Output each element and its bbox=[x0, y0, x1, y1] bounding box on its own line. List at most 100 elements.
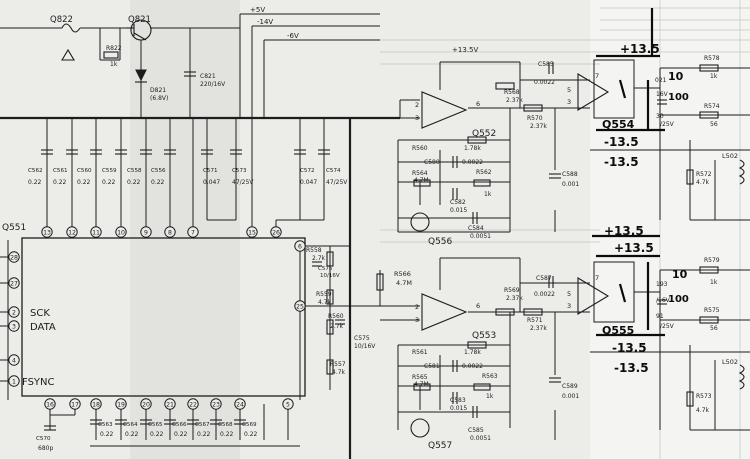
label-c588-val: 0.001 bbox=[562, 181, 579, 188]
capacitor-labels: C5620.22C5610.22C5600.22C5590.22C5580.22… bbox=[28, 168, 348, 452]
ic-pin-bottom-17: 17 bbox=[71, 401, 79, 408]
label-r557: R557 bbox=[330, 361, 346, 368]
label-r558: R558 bbox=[306, 247, 322, 254]
label-q555-pin3: 3 bbox=[567, 302, 571, 310]
ic-pin-bottom-20: 20 bbox=[142, 401, 150, 408]
label-r575: R575 bbox=[704, 307, 720, 314]
label-c585b-val: 0.0051 bbox=[470, 435, 491, 442]
label-c589-val: 0.001 bbox=[562, 393, 579, 400]
label-r570: R570 bbox=[527, 115, 543, 122]
handwritten-marks bbox=[592, 8, 665, 337]
label-r560b-val: 2.7k bbox=[330, 323, 344, 330]
ic-pin-left-1-marker bbox=[8, 375, 20, 387]
top-cap-ref-C559: C559 bbox=[102, 168, 117, 174]
ic-pin-top-12: 12 bbox=[68, 229, 76, 236]
ic-pin-bottom-22-marker bbox=[187, 398, 199, 410]
label-out-lower-25v: /25V bbox=[660, 323, 675, 330]
label-q554-pin3: 3 bbox=[567, 98, 571, 106]
opamp-q553-symbol bbox=[421, 293, 468, 331]
bottom-cap-val-C567: 0.22 bbox=[197, 431, 211, 438]
top-cap-val-C574: 47/25V bbox=[326, 179, 348, 186]
label-q552-pin3: 3 bbox=[415, 114, 419, 122]
ic-pin-top-15: 15 bbox=[248, 229, 256, 236]
ic-pin-top-12-marker bbox=[66, 226, 78, 238]
ic-pin-bottom-22: 22 bbox=[189, 401, 197, 408]
label-r566: R566 bbox=[394, 270, 411, 278]
rail-minus6v: -6V bbox=[287, 32, 299, 40]
ic-pin-left-1: 1 bbox=[12, 378, 16, 385]
label-c581: C581 bbox=[424, 363, 440, 370]
label-q555-pin5: 5 bbox=[567, 290, 571, 298]
component-symbols bbox=[41, 19, 745, 438]
fuse-symbol bbox=[61, 23, 81, 33]
label-sck: SCK bbox=[30, 308, 50, 319]
ic-pin-top-11: 11 bbox=[92, 229, 100, 236]
ic-pin-bottom-19-marker bbox=[115, 398, 127, 410]
label-r560b: R560 bbox=[328, 313, 344, 320]
ic-pin-left-28-marker bbox=[8, 251, 20, 263]
label-q552: Q552 bbox=[472, 129, 496, 139]
label-c585-val: 0.0022 bbox=[534, 79, 555, 86]
label-c575: C575 bbox=[354, 335, 370, 342]
ic-pin-bottom-5: 5 bbox=[286, 401, 290, 408]
ic-pin-top-15-marker bbox=[246, 226, 258, 238]
label-r822: R822 bbox=[106, 45, 122, 52]
label-r560: R560 bbox=[412, 145, 428, 152]
top-cap-val-C560: 0.22 bbox=[77, 179, 91, 186]
ic-pin-left-27: 27 bbox=[10, 280, 18, 287]
label-c582: C582 bbox=[450, 199, 466, 206]
label-out-upper-25v: /25V bbox=[660, 121, 675, 128]
label-r563: R563 bbox=[482, 373, 498, 380]
ic-pin-top-7: 7 bbox=[191, 229, 195, 236]
opamp-q552-symbol bbox=[421, 91, 468, 129]
label-c582-val: 0.015 bbox=[450, 207, 467, 214]
ic-pin-right-6-marker bbox=[294, 240, 306, 252]
label-r578-val: 1k bbox=[710, 73, 718, 80]
bottom-cap-ref-C569: C569 bbox=[242, 422, 257, 428]
bottom-cap-ref-C570: C570 bbox=[36, 436, 51, 442]
hw-lower-100: 100 bbox=[668, 294, 689, 305]
label-r566-val: 4.7M bbox=[396, 279, 412, 287]
label-r574-val: 56 bbox=[710, 121, 718, 128]
ic-pin-bottom-24: 24 bbox=[236, 401, 244, 408]
ic-pin-bottom-5-marker bbox=[282, 398, 294, 410]
bottom-cap-ref-C566: C566 bbox=[172, 422, 187, 428]
label-q557: Q557 bbox=[428, 441, 452, 451]
ic-pin-right-25-marker bbox=[294, 300, 306, 312]
top-cap-ref-C561: C561 bbox=[53, 168, 68, 174]
label-r572: R572 bbox=[696, 171, 712, 178]
label-out-lower-91: 91 bbox=[656, 313, 664, 320]
label-r578: R578 bbox=[704, 55, 720, 62]
rail-plus13-5v: +13.5V bbox=[452, 46, 478, 54]
top-cap-ref-C572: C572 bbox=[300, 168, 315, 174]
label-q553-pin6: 6 bbox=[476, 302, 480, 310]
ic-pin-left-3: 3 bbox=[12, 323, 16, 330]
label-q821: Q821 bbox=[128, 15, 151, 25]
label-c583: C583 bbox=[450, 397, 466, 404]
label-r571: R571 bbox=[527, 317, 543, 324]
ic-pin-bottom-16: 16 bbox=[46, 401, 54, 408]
label-r558-val: 2.7k bbox=[312, 255, 326, 262]
label-c580-val: 0.0022 bbox=[462, 159, 483, 166]
resistor-r822-symbol bbox=[103, 51, 119, 59]
hw-lower-q: Q555 bbox=[602, 324, 634, 337]
ic-pin-top-26-marker bbox=[270, 226, 282, 238]
label-c575-val: 10/16V bbox=[354, 343, 376, 350]
bottom-cap-ref-C567: C567 bbox=[195, 422, 210, 428]
transistor-q821-symbol bbox=[130, 19, 152, 41]
ic-pin-bottom-21-marker bbox=[164, 398, 176, 410]
label-r565: R565 bbox=[412, 374, 428, 381]
label-r575-val: 56 bbox=[710, 325, 718, 332]
ic-pin-bottom-16-marker bbox=[44, 398, 56, 410]
label-c588: C588 bbox=[562, 171, 578, 178]
label-r559-val: 4.7k bbox=[318, 299, 332, 306]
label-c585: C585 bbox=[538, 61, 554, 68]
rail-minus14v: -14V bbox=[257, 18, 273, 26]
bottom-cap-val-C569: 0.22 bbox=[244, 431, 258, 438]
label-c584-val: 0.0051 bbox=[470, 233, 491, 240]
label-r561: R561 bbox=[412, 349, 428, 356]
ic-pin-top-8-marker bbox=[164, 226, 176, 238]
label-r560-val: 1.78k bbox=[464, 145, 481, 152]
